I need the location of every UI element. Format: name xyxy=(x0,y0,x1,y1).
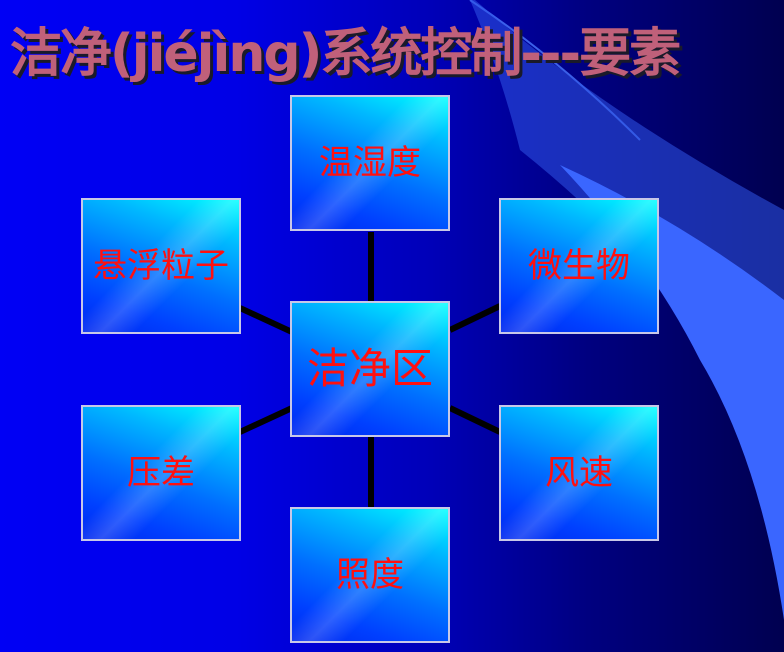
node-label: 微生物 xyxy=(528,246,630,286)
node-label: 照度 xyxy=(336,555,404,595)
slide-title: 洁净(jiéjìng)系统控制---要素 xyxy=(10,14,780,94)
node-microorganisms: 微生物 xyxy=(499,198,659,334)
node-temperature-humidity: 温湿度 xyxy=(290,95,450,231)
node-label: 悬浮粒子 xyxy=(93,246,229,286)
connector-top-left xyxy=(238,305,294,335)
node-label: 温湿度 xyxy=(319,143,421,183)
title-text: 洁净(jiéjìng)系统控制---要素 xyxy=(10,24,681,84)
node-label: 压差 xyxy=(127,453,195,493)
center-label: 洁净区 xyxy=(306,344,433,393)
connector-bottom-left xyxy=(238,405,294,435)
node-air-velocity: 风速 xyxy=(499,405,659,541)
connector-bottom-right xyxy=(448,405,502,435)
node-illuminance: 照度 xyxy=(290,507,450,643)
node-suspended-particles: 悬浮粒子 xyxy=(81,198,241,334)
node-pressure-difference: 压差 xyxy=(81,405,241,541)
node-clean-area-center: 洁净区 xyxy=(290,301,450,437)
node-label: 风速 xyxy=(545,453,613,493)
connector-top-right xyxy=(448,303,502,333)
